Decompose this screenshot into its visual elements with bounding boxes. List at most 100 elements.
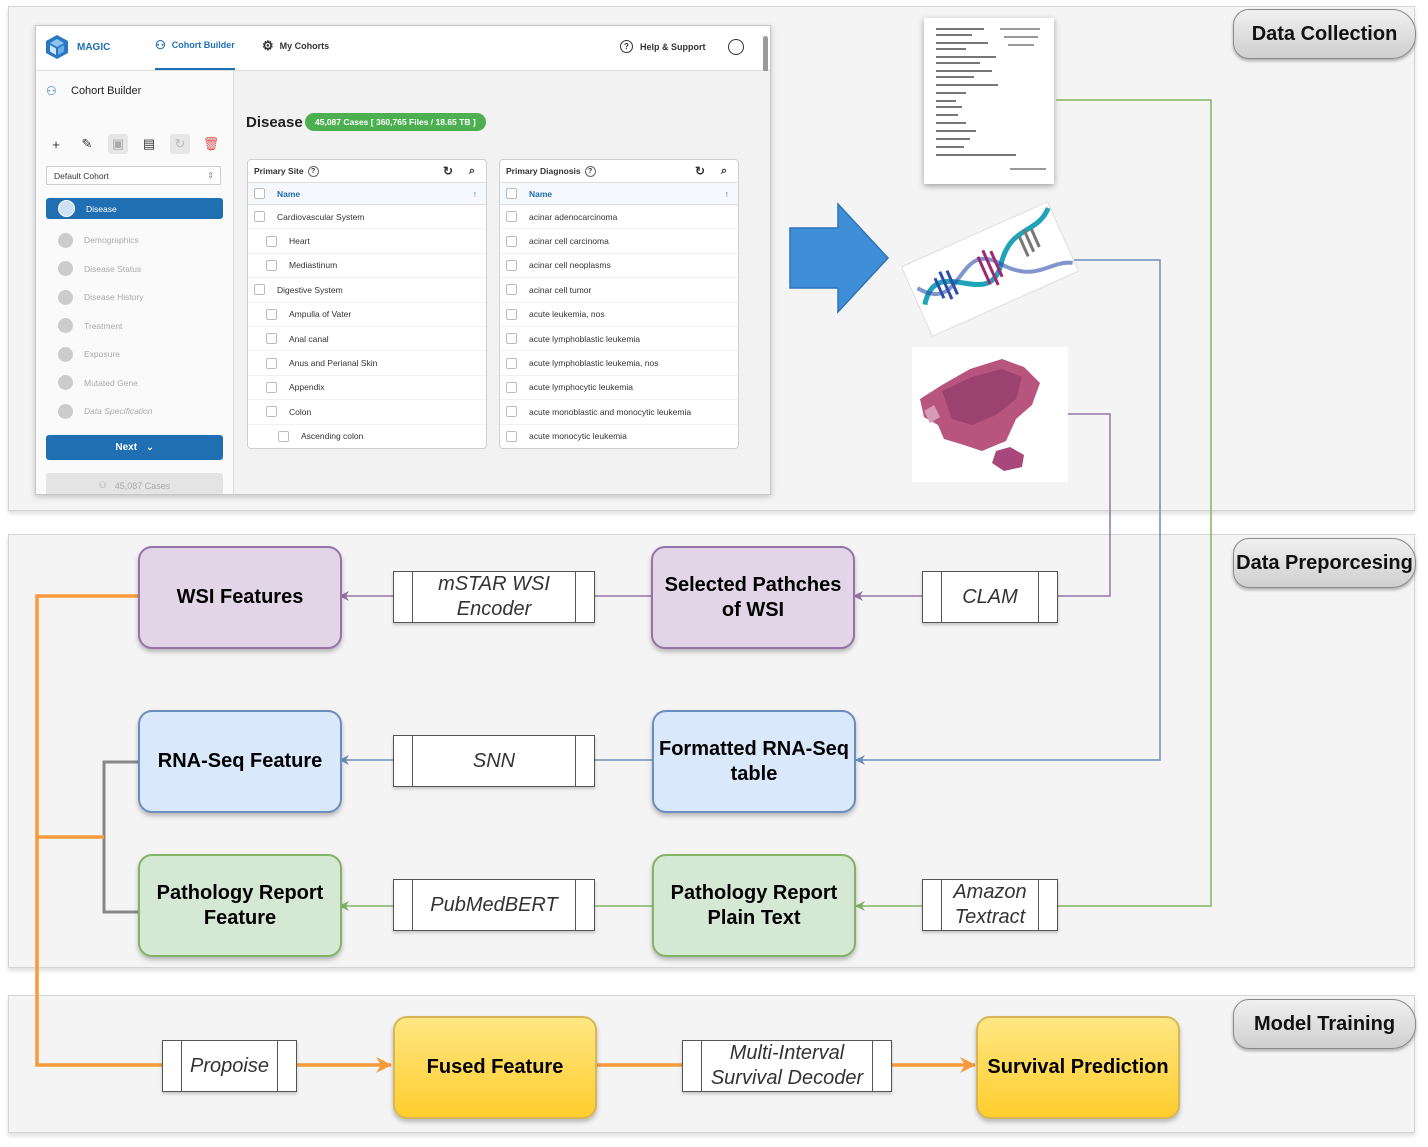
list-item[interactable]: Mediastinum: [248, 254, 486, 279]
list-item[interactable]: acute lymphoblastic leukemia, nos: [500, 351, 738, 376]
section-tag-model-training: Model Training: [1233, 999, 1416, 1049]
list-item-label: acute lymphoblastic leukemia: [529, 333, 641, 344]
brand-name: MAGIC: [77, 42, 111, 53]
main-content: Disease 45,087 Cases [ 360,765 Files / 1…: [234, 71, 770, 494]
list-item[interactable]: Anal canal: [248, 327, 486, 352]
nav-my-cohorts[interactable]: ⚙ My Cohorts: [262, 39, 329, 53]
select-all-checkbox[interactable]: [506, 188, 517, 199]
checkbox[interactable]: [266, 308, 277, 320]
sort-arrow-icon[interactable]: ↑: [472, 188, 477, 199]
checkbox[interactable]: [254, 284, 265, 296]
list-item-label: Mediastinum: [289, 260, 338, 271]
checkbox[interactable]: [278, 430, 289, 442]
mstar-encoder-process: mSTAR WSI Encoder: [393, 571, 595, 623]
sidebar: ⚇ Cohort Builder + ✎ ▣ ▤ ↻ 🗑 Default Coh…: [36, 71, 234, 494]
nav-cohort-builder[interactable]: ⚇ Cohort Builder: [155, 38, 235, 70]
checkbox[interactable]: [266, 333, 277, 345]
step-item[interactable]: Disease: [46, 198, 223, 219]
step-item[interactable]: Data Specification: [46, 397, 223, 426]
step-item[interactable]: Demographics: [46, 226, 223, 255]
whole-slide-image: [912, 347, 1068, 482]
list-item[interactable]: acute lymphocytic leukemia: [500, 376, 738, 401]
user-avatar-icon[interactable]: [728, 39, 744, 55]
edge-dna-to-rnaseq-table: [855, 259, 1161, 765]
list-item[interactable]: Anus and Perianal Skin: [248, 351, 486, 376]
hierarchy-icon: ⚙: [262, 38, 274, 53]
list-item-label: acute lymphocytic leukemia: [529, 382, 633, 393]
list-item[interactable]: Digestive System: [248, 278, 486, 303]
list-item-label: Ascending colon: [301, 431, 364, 442]
save-as-icon[interactable]: ▤: [142, 136, 156, 151]
checkbox[interactable]: [506, 406, 517, 418]
checkbox[interactable]: [506, 235, 517, 247]
primary-diagnosis-column-header: Name ↑: [500, 183, 738, 205]
primary-diagnosis-panel: Primary Diagnosis ? ↻ ⌕ Name ↑ acinar ad…: [499, 159, 739, 449]
edit-icon[interactable]: ✎: [81, 136, 93, 151]
list-item-label: Anal canal: [289, 333, 329, 344]
step-label: Disease Status: [84, 263, 142, 274]
cases-count-button[interactable]: ⚇ 45,087 Cases: [46, 473, 223, 494]
list-item[interactable]: Heart: [248, 229, 486, 254]
help-support-link[interactable]: ? Help & Support: [620, 40, 706, 53]
checkbox[interactable]: [266, 259, 277, 271]
list-item-label: Appendix: [289, 382, 325, 393]
select-all-checkbox[interactable]: [254, 188, 265, 199]
list-item[interactable]: acute lymphoblastic leukemia: [500, 327, 738, 352]
checkbox[interactable]: [506, 284, 517, 296]
checkbox[interactable]: [506, 381, 517, 393]
document-text-line: [936, 70, 992, 72]
list-item[interactable]: acute monocytic leukemia: [500, 425, 738, 448]
list-item[interactable]: Ascending colon: [248, 425, 486, 448]
checkbox[interactable]: [506, 308, 517, 320]
checkbox[interactable]: [506, 430, 517, 442]
sidebar-title: Cohort Builder: [71, 85, 142, 97]
delete-icon[interactable]: 🗑: [202, 136, 220, 151]
list-item[interactable]: acute monoblastic and monocytic leukemia: [500, 400, 738, 425]
cohort-select[interactable]: Default Cohort ⇕: [46, 166, 221, 185]
checkbox[interactable]: [254, 211, 265, 223]
nav-cohort-builder-label: Cohort Builder: [171, 40, 235, 50]
list-item[interactable]: acinar cell carcinoma: [500, 229, 738, 254]
step-label: Disease: [86, 203, 117, 214]
list-item[interactable]: acinar adenocarcinoma: [500, 205, 738, 230]
sort-arrow-icon[interactable]: ↑: [724, 188, 729, 199]
step-item[interactable]: Mutated Gene: [46, 369, 223, 398]
list-item[interactable]: acinar cell tumor: [500, 278, 738, 303]
list-item[interactable]: acute leukemia, nos: [500, 303, 738, 327]
step-item[interactable]: Exposure: [46, 340, 223, 369]
list-item-label: acinar cell tumor: [529, 284, 592, 295]
checkbox[interactable]: [266, 406, 277, 418]
save-icon[interactable]: ▣: [108, 134, 128, 154]
checkbox[interactable]: [266, 357, 277, 369]
selected-patches-node: Selected Pathches of WSI: [651, 546, 855, 649]
refresh-icon[interactable]: ↻: [170, 134, 190, 154]
pathology-plaintext-node: Pathology Report Plain Text: [652, 854, 856, 957]
list-item-label: Ampulla of Vater: [289, 309, 352, 320]
list-item[interactable]: Appendix: [248, 376, 486, 401]
list-item[interactable]: Cardiovascular System: [248, 205, 486, 230]
step-item[interactable]: Treatment: [46, 312, 223, 341]
step-circle-icon: [58, 232, 73, 248]
checkbox[interactable]: [266, 381, 277, 393]
search-icon[interactable]: ⌕: [720, 164, 727, 177]
refresh-icon[interactable]: ↻: [442, 164, 453, 178]
checkbox[interactable]: [506, 259, 517, 271]
list-item[interactable]: Ampulla of Vater: [248, 303, 486, 327]
primary-site-column-header: Name ↑: [248, 183, 486, 205]
list-item[interactable]: Colon: [248, 400, 486, 425]
checkbox[interactable]: [506, 333, 517, 345]
refresh-icon[interactable]: ↻: [694, 164, 705, 178]
next-button[interactable]: Next ⌄: [46, 435, 223, 460]
checkbox[interactable]: [506, 211, 517, 223]
chevron-updown-icon: ⇕: [207, 171, 214, 180]
add-icon[interactable]: +: [52, 136, 60, 152]
step-item[interactable]: Disease History: [46, 283, 223, 312]
list-item[interactable]: acinar cell neoplasms: [500, 254, 738, 279]
step-item[interactable]: Disease Status: [46, 255, 223, 284]
checkbox[interactable]: [506, 357, 517, 369]
step-label: Data Specification: [84, 406, 153, 417]
search-icon[interactable]: ⌕: [468, 164, 475, 177]
checkbox[interactable]: [266, 235, 277, 247]
